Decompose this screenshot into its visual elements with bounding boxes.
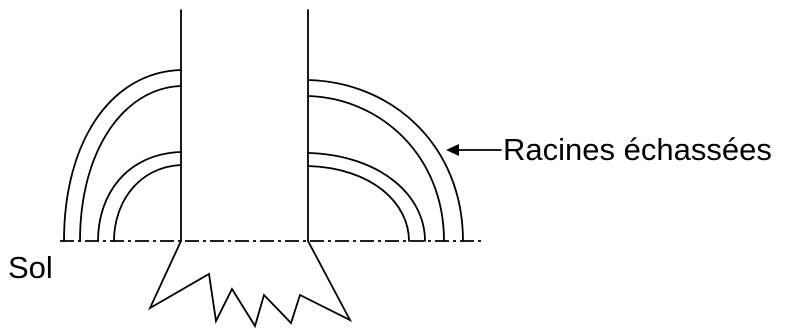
label-arrow-head [446, 144, 459, 156]
left-stilt-root-inner-1 [97, 151, 182, 242]
right-stilt-root-inner-1 [307, 152, 426, 242]
left-stilt-root-outer-1 [63, 69, 182, 242]
left-stilt-root-outer-2 [79, 85, 182, 242]
stilt-roots-label: Racines échassées [503, 132, 772, 167]
right-stilt-root-outer-2 [307, 95, 445, 242]
right-stilt-root-outer-1 [307, 79, 464, 242]
soil-label: Sol [8, 250, 53, 285]
left-stilt-root-inner-2 [113, 164, 182, 242]
right-stilt-root-inner-2 [307, 165, 410, 242]
underground-roots [147, 240, 353, 329]
